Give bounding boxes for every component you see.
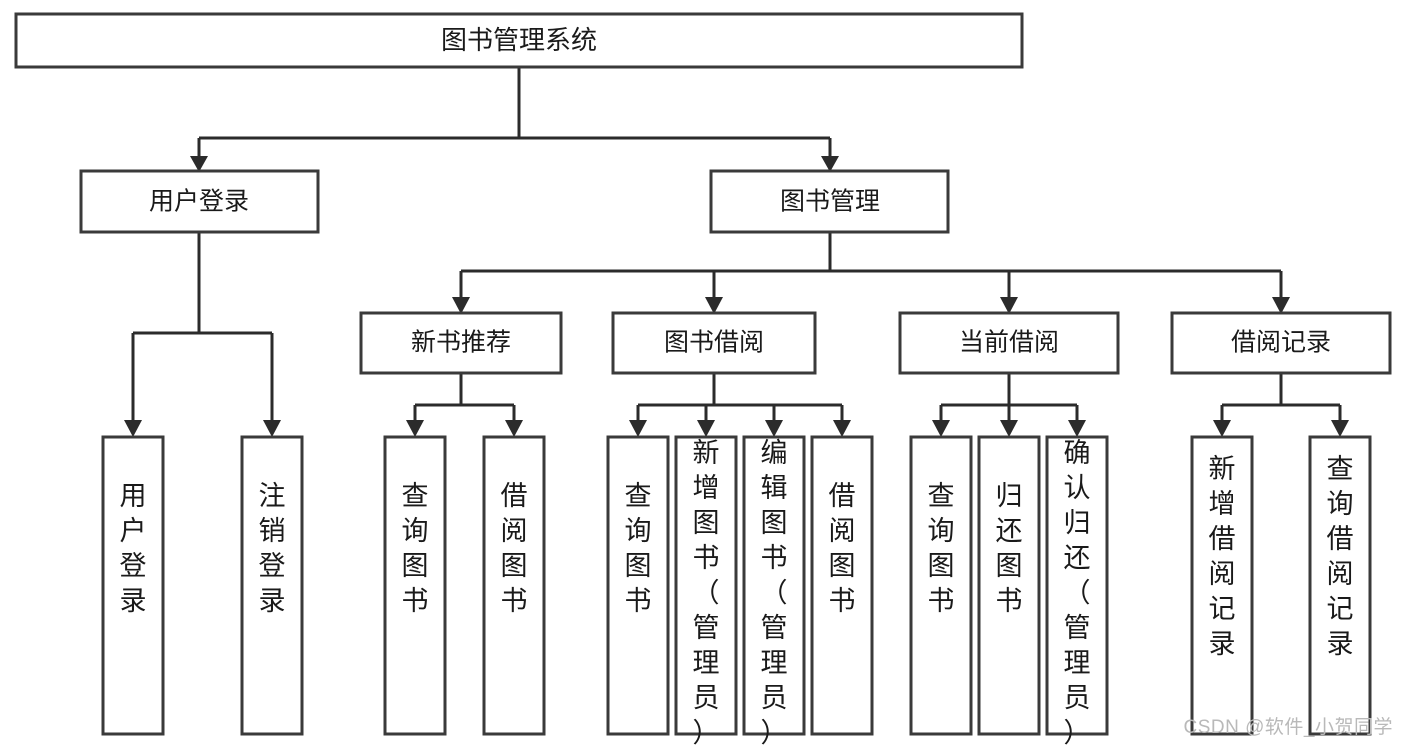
node-borrow-record[interactable]: 借阅记录 [1170,311,1392,375]
arrowhead-leaf-query-book-1 [406,420,424,437]
leaf-add-record-box[interactable] [1190,435,1254,736]
leaf-query-book-1[interactable]: 查询图书 [383,435,447,736]
leaf-logout-login-label: 注销登录 [259,481,286,616]
node-current-borrow-label: 当前借阅 [959,329,1059,357]
leaf-query-book-1-box[interactable] [383,435,447,736]
leaf-query-book-3-label: 查询图书 [928,481,955,616]
node-current-borrow-box[interactable] [898,311,1120,375]
leaf-confirm-return[interactable]: 确认归还（管理员） [1045,435,1109,747]
arrowhead-leaf-edit-book [765,420,783,437]
node-current-borrow[interactable]: 当前借阅 [898,311,1120,375]
node-new-book-recommend-label: 新书推荐 [411,329,511,357]
node-root-box[interactable] [14,12,1024,69]
arrowhead-leaf-logout-login [263,420,281,437]
leaf-borrow-book-1-label: 借阅图书 [501,481,528,616]
leaf-add-book-box[interactable] [674,435,738,736]
node-book-borrow-label: 图书借阅 [664,329,764,357]
node-book-management[interactable]: 图书管理 [709,169,950,234]
node-book-management-label: 图书管理 [780,188,880,216]
arrowhead-leaf-user-login [124,420,142,437]
leaf-borrow-book-2[interactable]: 借阅图书 [810,435,874,736]
leaf-query-book-2-box[interactable] [606,435,670,736]
leaf-add-record[interactable]: 新增借阅记录 [1190,435,1254,736]
arrowhead-leaf-query-book-3 [932,420,950,437]
leaf-borrow-book-1-box[interactable] [482,435,546,736]
leaf-logout-login[interactable]: 注销登录 [240,435,304,736]
leaf-query-book-2[interactable]: 查询图书 [606,435,670,736]
arrowhead-leaf-borrow-book-1 [505,420,523,437]
leaf-query-book-2-label: 查询图书 [625,481,652,616]
node-root-label: 图书管理系统 [441,25,597,55]
node-borrow-record-box[interactable] [1170,311,1392,375]
leaf-query-record-label: 查询借阅记录 [1327,454,1354,659]
node-book-borrow-box[interactable] [611,311,817,375]
leaf-logout-login-box[interactable] [240,435,304,736]
leaf-user-login-label: 用户登录 [120,481,147,616]
leaf-edit-book-label: 编辑图书（管理员） [761,438,788,747]
leaf-query-book-1-label: 查询图书 [402,481,429,616]
leaf-query-record[interactable]: 查询借阅记录 [1308,435,1372,736]
connector-layer [124,67,1349,437]
arrowhead-leaf-query-book-2 [629,420,647,437]
leaf-return-book-label: 归还图书 [996,481,1023,616]
leaf-edit-book-box[interactable] [742,435,806,736]
leaf-add-book-label: 新增图书（管理员） [693,438,720,747]
node-user-login-label: 用户登录 [149,188,249,216]
leaf-user-login-box[interactable] [101,435,165,736]
node-book-borrow[interactable]: 图书借阅 [611,311,817,375]
leaf-add-book[interactable]: 新增图书（管理员） [674,435,738,747]
arrowhead-leaf-borrow-book-2 [833,420,851,437]
node-new-book-recommend[interactable]: 新书推荐 [359,311,563,375]
arrowhead-leaf-add-book [697,420,715,437]
arrowhead-new-book-recommend [452,297,470,314]
node-borrow-record-label: 借阅记录 [1231,329,1331,357]
arrowhead-leaf-confirm-return [1068,420,1086,437]
leaf-query-record-box[interactable] [1308,435,1372,736]
leaf-query-book-3-box[interactable] [909,435,973,736]
leaf-borrow-book-2-label: 借阅图书 [829,481,856,616]
leaf-confirm-return-box[interactable] [1045,435,1109,736]
leaf-confirm-return-label: 确认归还（管理员） [1064,438,1091,747]
node-user-login[interactable]: 用户登录 [79,169,320,234]
csdn-watermark: CSDN @软件_小贺同学 [1183,717,1393,738]
leaf-edit-book[interactable]: 编辑图书（管理员） [742,435,806,747]
node-book-management-box[interactable] [709,169,950,234]
leaf-user-login[interactable]: 用户登录 [101,435,165,736]
leaf-query-book-3[interactable]: 查询图书 [909,435,973,736]
arrowhead-current-borrow [1000,297,1018,314]
arrowhead-book-management [821,156,839,172]
arrowhead-book-borrow [705,297,723,314]
leaf-add-record-label: 新增借阅记录 [1209,454,1236,659]
node-root[interactable]: 图书管理系统 [14,12,1024,69]
leaf-borrow-book-1[interactable]: 借阅图书 [482,435,546,736]
arrowhead-user-login [190,156,208,172]
leaf-return-book-box[interactable] [977,435,1041,736]
node-new-book-recommend-box[interactable] [359,311,563,375]
arrowhead-leaf-return-book [1000,420,1018,437]
leaf-return-book[interactable]: 归还图书 [977,435,1041,736]
node-user-login-box[interactable] [79,169,320,234]
leaf-borrow-book-2-box[interactable] [810,435,874,736]
arrowhead-leaf-query-record [1331,420,1349,437]
arrowhead-leaf-add-record [1213,420,1231,437]
arrowhead-borrow-record [1272,297,1290,314]
